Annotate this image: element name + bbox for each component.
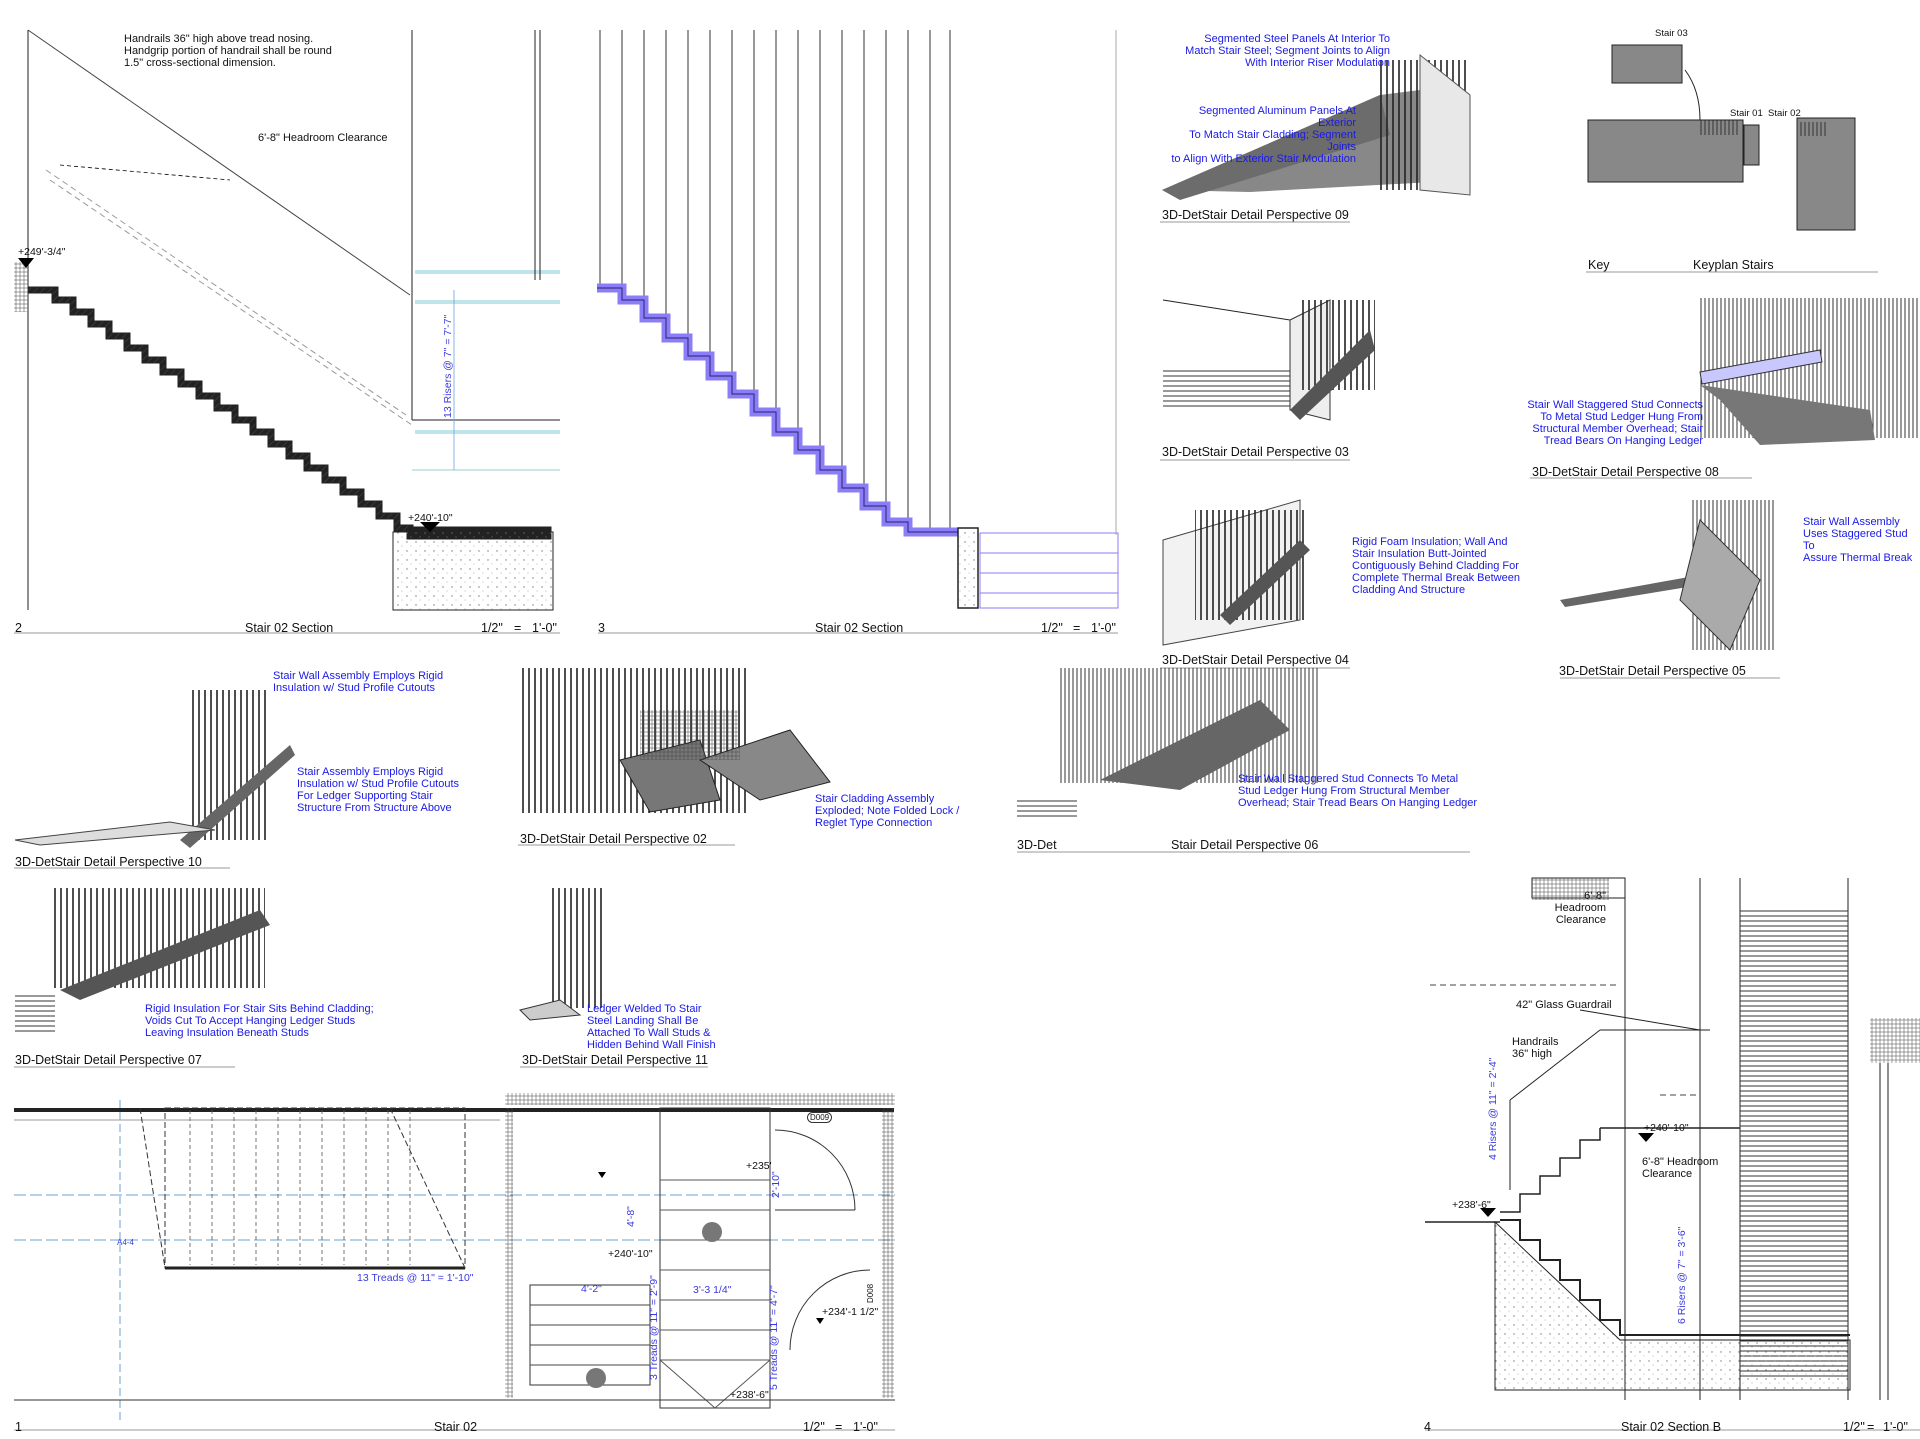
keyplan-drawing	[1586, 44, 1878, 273]
plan1-scale-eq: =	[835, 1420, 843, 1434]
section2-drawing	[14, 29, 560, 634]
p03-title: 3D-DetStair Detail Perspective 03	[1162, 445, 1349, 459]
plan-dim-3-3: 3'-3 1/4"	[693, 1284, 732, 1296]
p04-title: 3D-DetStair Detail Perspective 04	[1162, 653, 1349, 667]
perspective11-drawing	[519, 888, 708, 1068]
headroom-note: 6'-8" Headroom Clearance	[258, 132, 388, 144]
plan-treads-5: 5 Treads @ 11" = 4'-7"	[768, 1285, 780, 1390]
keyplan-title: Keyplan Stairs	[1693, 258, 1774, 272]
plan-tag-a4: A4-4	[117, 1238, 134, 1247]
section2-scale-right: 1'-0"	[532, 621, 557, 635]
plan-treads-main: 13 Treads @ 11" = 1'-10"	[357, 1272, 474, 1284]
p11-note: Ledger Welded To Stair Steel Landing Sha…	[587, 1003, 716, 1051]
perspective03-drawing	[1160, 299, 1375, 461]
p10-title: 3D-DetStair Detail Perspective 10	[15, 855, 202, 869]
perspective10-drawing	[14, 690, 295, 869]
section4-drawing	[1425, 877, 1920, 1431]
section3-title: Stair 02 Section	[815, 621, 904, 635]
p08-title: 3D-DetStair Detail Perspective 08	[1532, 465, 1719, 479]
perspective02-drawing	[518, 668, 831, 846]
p09-note-aluminum: Segmented Aluminum Panels At Exterior To…	[1171, 105, 1356, 165]
section3-drawing	[597, 30, 1119, 634]
section3-scale-left: 1/2"	[1041, 621, 1063, 635]
plan-level-235: +235'	[746, 1160, 772, 1172]
plan-dim-4-8: 4'-8"	[625, 1206, 637, 1227]
p06-note: Stair Wall Staggered Stud Connects To Me…	[1238, 773, 1478, 809]
plan-tag-d008: D008	[866, 1283, 875, 1303]
perspective09-drawing	[1160, 53, 1471, 223]
risers-dimension: 13 Risers @ 7" = 7'-7"	[442, 314, 454, 418]
p05-title: 3D-DetStair Detail Perspective 05	[1559, 664, 1746, 678]
p08-note: Stair Wall Staggered Stud Connects To Me…	[1527, 399, 1703, 447]
level-bottom-marker: +240'-10"	[408, 512, 453, 524]
p06-title-right: Stair Detail Perspective 06	[1171, 838, 1319, 852]
s4-level-238: +238'-6"	[1452, 1199, 1491, 1211]
s4-headroom-top: 6'-8" Headroom Clearance	[1554, 890, 1606, 926]
section3-scale-right: 1'-0"	[1091, 621, 1116, 635]
perspective05-drawing	[1560, 500, 1780, 679]
p10-note-wall: Stair Wall Assembly Employs Rigid Insula…	[273, 670, 444, 694]
section2-title: Stair 02 Section	[245, 621, 334, 635]
perspective07-drawing	[14, 888, 270, 1068]
plan-dim-2-10: 2'-10"	[770, 1171, 782, 1198]
p07-title: 3D-DetStair Detail Perspective 07	[15, 1053, 202, 1067]
s4-level-240: +240'-10"	[1644, 1122, 1689, 1134]
section4-number: 4	[1424, 1420, 1431, 1434]
perspective08-drawing	[1530, 298, 1920, 479]
p07-note: Rigid Insulation For Stair Sits Behind C…	[145, 1003, 374, 1039]
section3-number: 3	[598, 621, 605, 635]
section2-scale-eq: =	[514, 621, 522, 635]
plan-level-234: +234'-1 1/2"	[822, 1306, 879, 1318]
section2-scale-left: 1/2"	[481, 621, 503, 635]
p02-title: 3D-DetStair Detail Perspective 02	[520, 832, 707, 846]
perspective06-drawing	[1017, 668, 1470, 853]
keyplan-key-label: Key	[1588, 258, 1610, 272]
plan-level-240: +240'-10"	[608, 1248, 653, 1260]
plan1-number: 1	[15, 1420, 22, 1434]
keyplan-stair02: Stair 02	[1768, 108, 1801, 119]
p11-title: 3D-DetStair Detail Perspective 11	[522, 1053, 708, 1067]
keyplan-stair03: Stair 03	[1655, 28, 1688, 39]
section4-title: Stair 02 Section B	[1621, 1420, 1722, 1434]
s4-risers-top: 4 Risers @ 11" = 2'-4"	[1487, 1057, 1499, 1160]
s4-guardrail: 42" Glass Guardrail	[1516, 999, 1612, 1011]
plan-level-238: +238'-6"	[730, 1389, 769, 1401]
plan-treads-3: 3 Treads @ 11" = 2'-9"	[648, 1275, 660, 1380]
level-top-marker: +249'-3/4"	[18, 246, 66, 258]
section4-scale-right: 1'-0"	[1883, 1420, 1908, 1434]
plan1-scale-left: 1/2"	[803, 1420, 825, 1434]
p09-title: 3D-DetStair Detail Perspective 09	[1162, 208, 1349, 222]
p05-note: Stair Wall Assembly Uses Staggered Stud …	[1803, 516, 1913, 564]
handrail-note: Handrails 36" high above tread nosing. H…	[124, 33, 332, 69]
section2-number: 2	[15, 621, 22, 635]
p10-note-stair: Stair Assembly Employs Rigid Insulation …	[297, 766, 460, 814]
p09-note-steel: Segmented Steel Panels At Interior To Ma…	[1185, 33, 1390, 69]
plan1-title: Stair 02	[434, 1420, 478, 1434]
perspective04-drawing	[1160, 499, 1350, 669]
section4-scale-eq: =	[1867, 1420, 1875, 1434]
p06-title-left: 3D-Det	[1017, 838, 1057, 852]
s4-handrails: Handrails 36" high	[1512, 1036, 1559, 1060]
plan-dim-4-2: 4'-2"	[581, 1283, 602, 1295]
p04-note: Rigid Foam Insulation; Wall And Stair In…	[1352, 536, 1520, 596]
section3-scale-eq: =	[1073, 621, 1081, 635]
keyplan-stair01: Stair 01	[1730, 108, 1763, 119]
plan1-drawing	[14, 1093, 895, 1431]
s4-headroom-mid: 6'-8" Headroom Clearance	[1642, 1156, 1719, 1180]
p02-note: Stair Cladding Assembly Exploded; Note F…	[815, 793, 960, 829]
plan-tag-d009: D009	[807, 1112, 833, 1123]
plan1-scale-right: 1'-0"	[853, 1420, 878, 1434]
section4-scale-left: 1/2"	[1843, 1420, 1865, 1434]
s4-risers-bottom: 6 Risers @ 7" = 3'-6"	[1676, 1226, 1688, 1324]
